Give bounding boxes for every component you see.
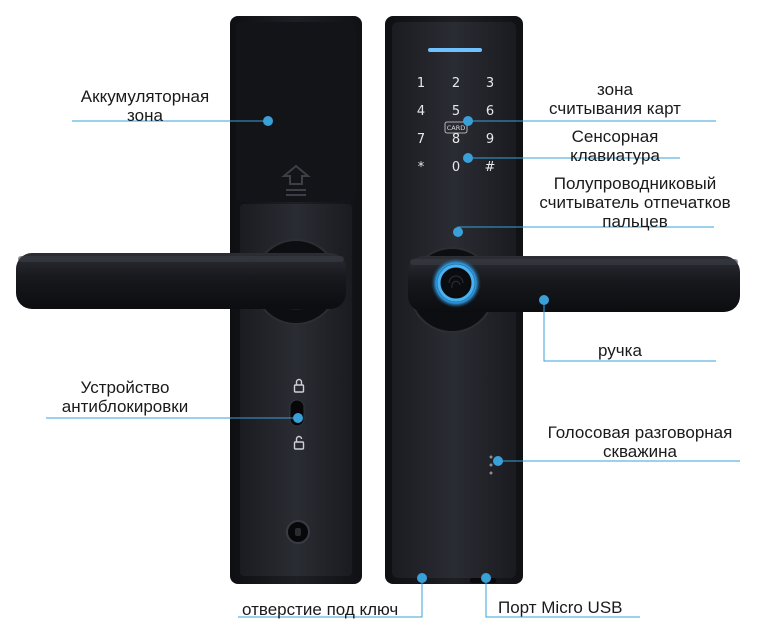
keypad-key[interactable]: *	[418, 160, 425, 175]
arrow-up-icon	[281, 164, 311, 196]
touch-keypad-label: Сенсорная клавиатура	[570, 127, 660, 165]
back-lock-body	[16, 16, 362, 584]
leader-dots	[263, 116, 549, 583]
touch-keypad[interactable]: 1 2 3 4 5 6 7 8 9 * 0 #	[417, 76, 496, 175]
fingerprint-reader-label: Полупроводниковый считыватель отпечатков…	[539, 174, 731, 231]
keyhole[interactable]	[286, 520, 310, 544]
card-reader-label: зона считывания карт	[549, 80, 681, 118]
keypad-key[interactable]: 2	[452, 76, 460, 91]
card-badge: CARD	[444, 121, 468, 134]
keypad-key[interactable]: 8	[452, 132, 460, 147]
anti-lock-label: Устройство антиблокировки	[61, 378, 189, 416]
status-led	[428, 48, 482, 52]
keypad-key[interactable]: 7	[417, 132, 425, 147]
leader-lines	[46, 120, 740, 618]
lock-icon	[293, 378, 305, 393]
voice-hole-label: Голосовая разговорная скважина	[547, 423, 733, 461]
keypad-key[interactable]: 0	[452, 160, 460, 175]
keypad-key[interactable]: #	[485, 160, 496, 175]
unlock-icon	[293, 435, 305, 450]
usb-port-label: Порт Micro USB	[498, 598, 623, 617]
keypad-key[interactable]: 6	[486, 104, 494, 119]
battery-zone-label: Аккумуляторная зона	[80, 87, 210, 125]
fingerprint-icon[interactable]	[431, 258, 481, 308]
handle-left	[16, 253, 346, 309]
handle-right	[408, 256, 740, 312]
keypad-key[interactable]: 4	[417, 104, 425, 119]
voice-hole	[489, 455, 493, 475]
keypad-key[interactable]: 3	[486, 76, 494, 91]
keypad-key[interactable]: 9	[486, 132, 494, 147]
handle-label: ручка	[598, 341, 642, 360]
card-badge-label: CARD	[447, 124, 466, 132]
keypad-key[interactable]: 1	[417, 76, 425, 91]
keyhole-label: отверстие под ключ	[242, 600, 399, 619]
keypad-key[interactable]: 5	[452, 104, 460, 119]
